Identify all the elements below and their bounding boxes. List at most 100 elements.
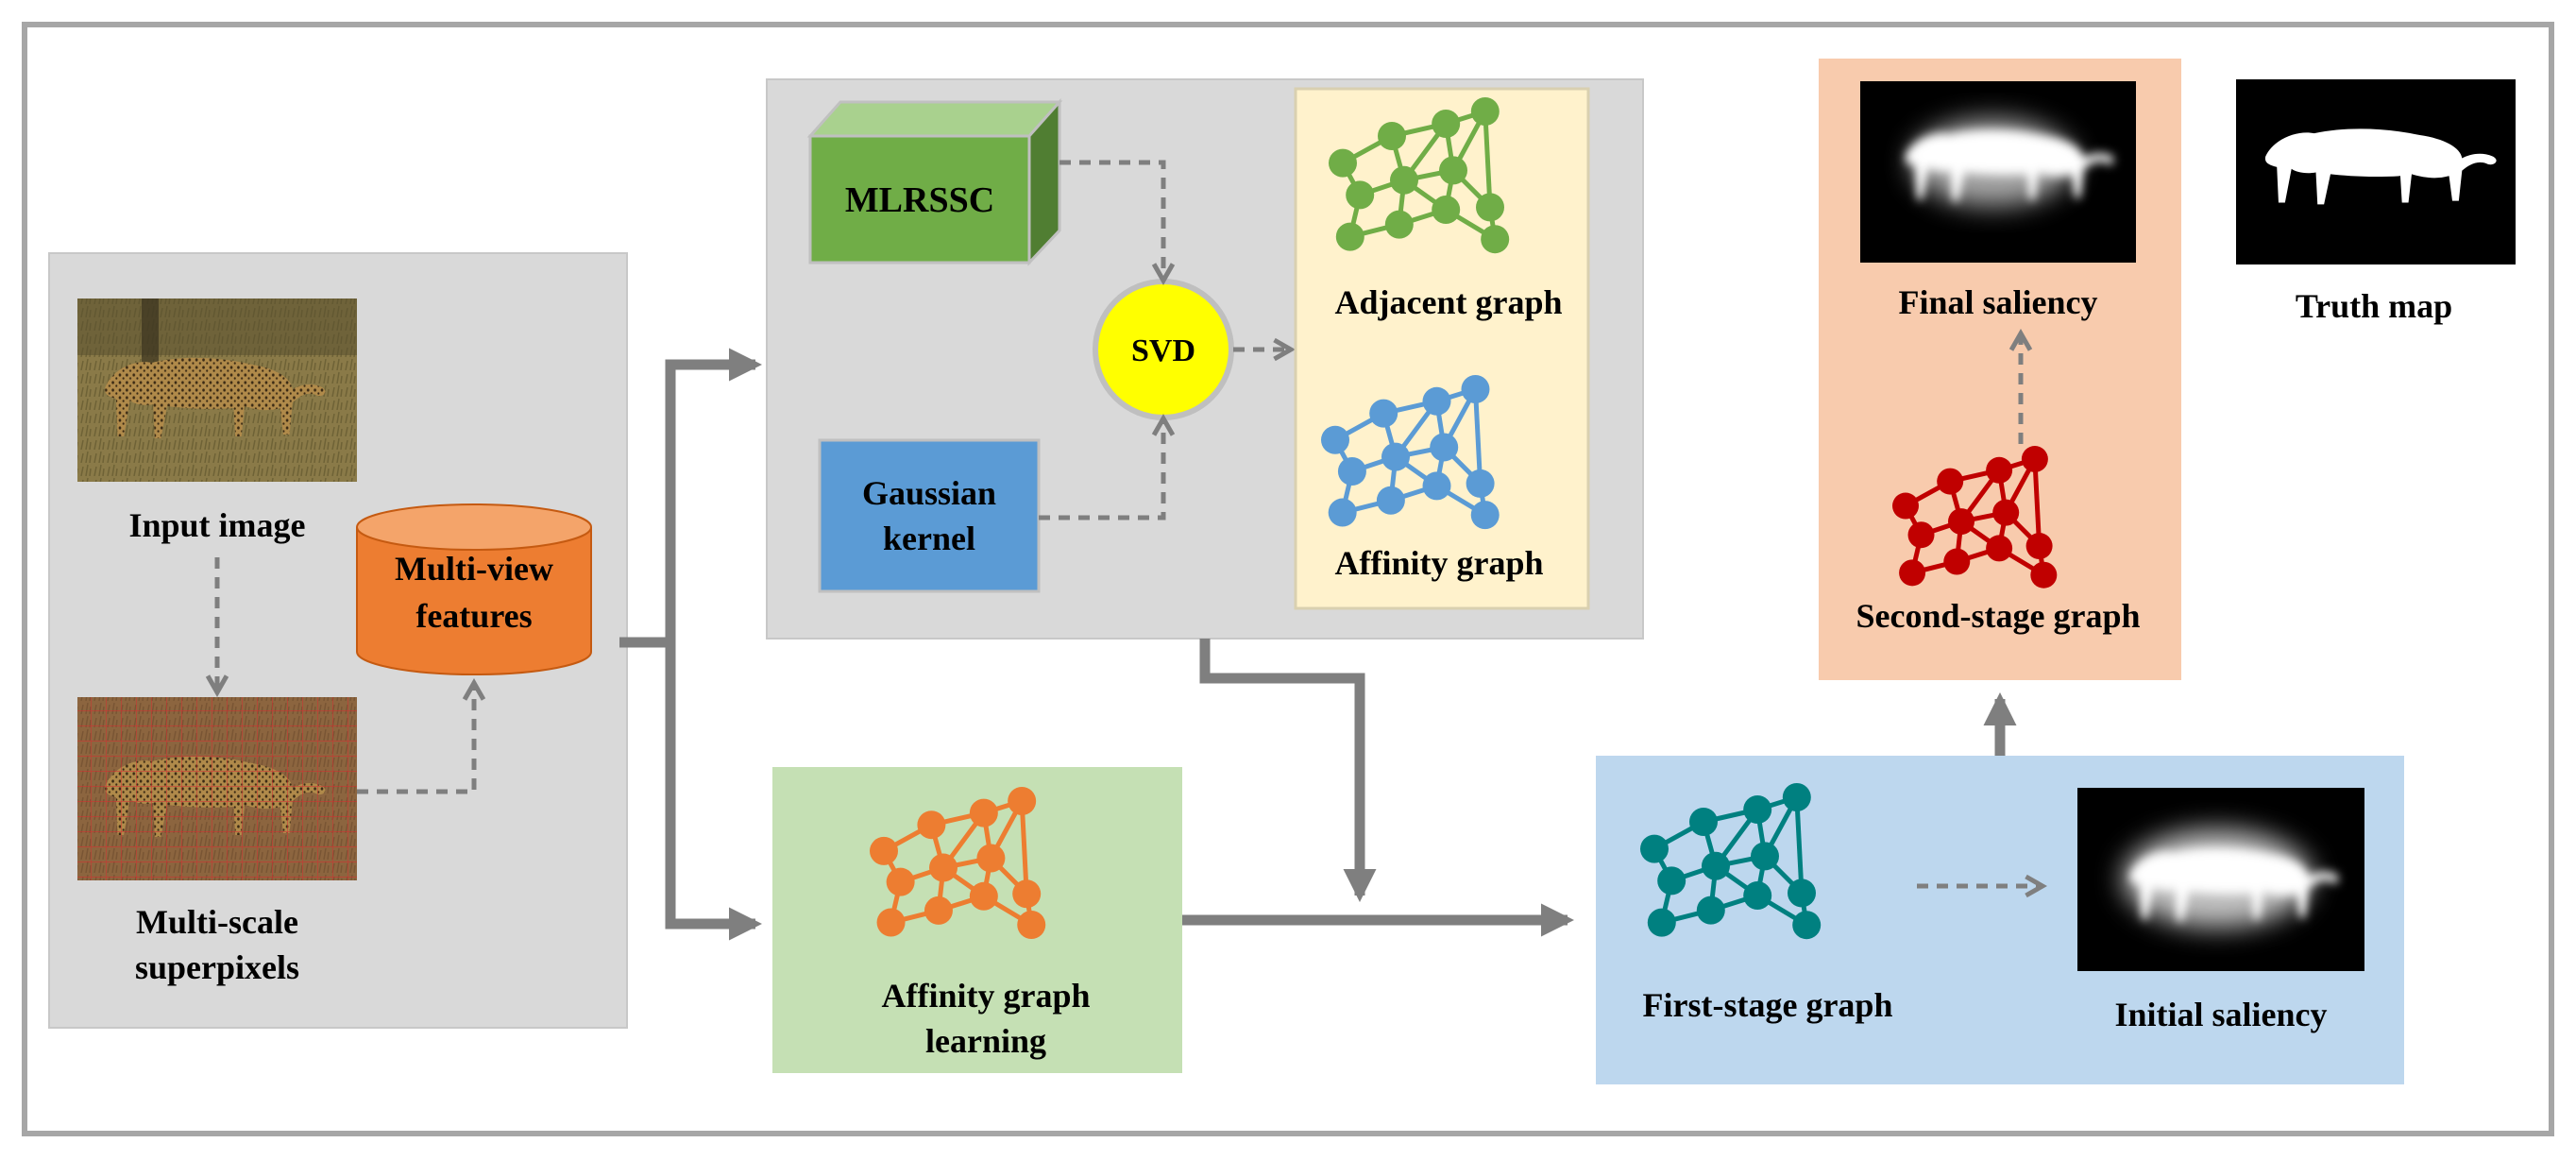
first-stage-graph-node bbox=[1782, 783, 1811, 811]
learned-affinity-graph-node bbox=[1008, 787, 1037, 815]
first-stage-graph bbox=[1640, 783, 1822, 940]
truth-map bbox=[2236, 79, 2516, 264]
adjacent-graph-node bbox=[1346, 180, 1375, 210]
initial-saliency-label: Initial saliency bbox=[2114, 996, 2327, 1033]
adjacent-graph-node bbox=[1432, 110, 1461, 138]
adjacent-graph-edge bbox=[1483, 111, 1493, 208]
adjacent-graph-node bbox=[1378, 122, 1406, 150]
first-stage-graph-node bbox=[1743, 881, 1772, 910]
first-stage-graph-node bbox=[1657, 866, 1686, 896]
truth-map-label: Truth map bbox=[2296, 287, 2452, 325]
learning-label-line2: learning bbox=[925, 1022, 1046, 1060]
svd-label: SVD bbox=[1131, 333, 1195, 368]
adjacent-graph-node bbox=[1481, 225, 1510, 254]
superpixel-image bbox=[77, 697, 357, 880]
adjacent-graph-node bbox=[1384, 210, 1414, 239]
features-label-line1: Multi-view bbox=[395, 550, 553, 588]
first-stage-graph-node bbox=[1696, 896, 1725, 925]
first-stage-graph-node bbox=[1640, 834, 1669, 863]
arrow-gaussian-to-svd bbox=[1039, 413, 1176, 520]
affinity-graph-node bbox=[1466, 469, 1495, 498]
affinity-graph-node bbox=[1337, 457, 1366, 486]
first-stage-graph-node bbox=[1702, 851, 1730, 880]
superpixel-caption-line1: Multi-scale bbox=[136, 903, 298, 941]
second-stage-graph-node bbox=[1948, 508, 1974, 536]
first-stage-graph-edge bbox=[1794, 796, 1805, 894]
gaussian-label-line1: Gaussian bbox=[862, 474, 996, 512]
initial-saliency-map bbox=[2077, 788, 2364, 971]
second-stage-graph-node bbox=[1943, 548, 1971, 575]
adjacent-graph-label: Adjacent graph bbox=[1335, 283, 1563, 321]
first-stage-graph-node bbox=[1788, 879, 1816, 908]
second-stage-graph-node bbox=[1899, 559, 1926, 587]
adjacent-graph-node bbox=[1476, 193, 1504, 222]
adjacent-graph-node bbox=[1390, 165, 1418, 195]
affinity-graph-edge bbox=[1472, 388, 1483, 484]
learned-affinity-graph-node bbox=[976, 844, 1006, 873]
mlrssc-box bbox=[806, 98, 1063, 266]
affinity-graph-node bbox=[1321, 425, 1349, 454]
second-stage-graph-node bbox=[2021, 446, 2048, 472]
second-stage-graph-node bbox=[2025, 533, 2053, 560]
outer-frame bbox=[22, 22, 2554, 1136]
superpixel-caption-line2: superpixels bbox=[135, 948, 299, 986]
second-stage-graph-node bbox=[1986, 456, 2013, 484]
second-stage-graph-edge bbox=[2032, 458, 2042, 547]
learned-affinity-graph-node bbox=[870, 836, 898, 865]
second-stage-graph-node bbox=[1986, 535, 2013, 562]
learned-affinity-graph-node bbox=[886, 867, 915, 896]
learned-affinity-graph-node bbox=[969, 798, 998, 827]
second-stage-graph-label: Second-stage graph bbox=[1856, 597, 2140, 635]
affinity-graph-node bbox=[1328, 498, 1357, 527]
second-stage-graph-node bbox=[1937, 468, 1964, 495]
arrow-mlrssc-to-svd bbox=[1059, 160, 1176, 286]
learned-affinity-graph-node bbox=[1012, 879, 1042, 909]
first-stage-graph-node bbox=[1647, 908, 1676, 937]
affinity-graph-node bbox=[1461, 375, 1490, 403]
affinity-graph-node bbox=[1369, 399, 1398, 428]
adjacent-graph-node bbox=[1470, 97, 1500, 126]
affinity-graph-node bbox=[1376, 486, 1405, 515]
adjacent-graph-node bbox=[1335, 222, 1364, 251]
multi-view-features-cylinder bbox=[356, 503, 592, 675]
mlrssc-label: MLRSSC bbox=[845, 180, 994, 220]
first-stage-graph-node bbox=[1743, 795, 1772, 824]
second-stage-graph-node bbox=[2030, 561, 2058, 589]
arrow-fork-to-top-panel bbox=[619, 348, 763, 648]
affinity-graph-node bbox=[1381, 442, 1410, 471]
second-stage-graph-node bbox=[1907, 521, 1935, 549]
input-image bbox=[77, 299, 357, 482]
adjacent-graph-node bbox=[1439, 156, 1467, 185]
final-saliency-map bbox=[1860, 81, 2136, 263]
affinity-graph bbox=[1321, 375, 1500, 530]
input-image-caption: Input image bbox=[128, 506, 305, 544]
first-stage-graph-node bbox=[1751, 842, 1779, 871]
adjacent-graph bbox=[1329, 97, 1510, 254]
arrow-top-panel-to-merge bbox=[1199, 639, 1377, 903]
affinity-graph-node bbox=[1430, 433, 1459, 462]
gaussian-kernel-box bbox=[818, 438, 1041, 593]
learned-affinity-graph-node bbox=[924, 896, 953, 925]
learned-affinity-graph-edge bbox=[1019, 800, 1029, 895]
final-saliency-label: Final saliency bbox=[1898, 283, 2097, 321]
learned-affinity-graph bbox=[870, 787, 1046, 940]
arrow-fork-to-learning bbox=[665, 642, 763, 941]
second-stage-graph bbox=[1892, 446, 2058, 589]
features-label-line2: features bbox=[415, 597, 532, 635]
adjacent-graph-node bbox=[1432, 196, 1461, 224]
affinity-graph-node bbox=[1422, 386, 1451, 416]
second-stage-graph-node bbox=[1892, 492, 1919, 520]
learned-affinity-graph-node bbox=[1017, 911, 1046, 940]
affinity-graph-node bbox=[1470, 501, 1500, 530]
gaussian-label-line2: kernel bbox=[883, 520, 975, 557]
first-stage-graph-node bbox=[1792, 911, 1822, 940]
first-stage-graph-node bbox=[1689, 808, 1718, 836]
second-stage-graph-node bbox=[1992, 499, 2020, 526]
first-stage-graph-label: First-stage graph bbox=[1643, 986, 1893, 1024]
learned-affinity-graph-node bbox=[969, 881, 998, 911]
learning-label-line1: Affinity graph bbox=[881, 977, 1090, 1015]
arrow-superpixels-to-features bbox=[357, 677, 486, 794]
learned-affinity-graph-node bbox=[876, 908, 906, 937]
learned-affinity-graph-node bbox=[929, 853, 958, 882]
